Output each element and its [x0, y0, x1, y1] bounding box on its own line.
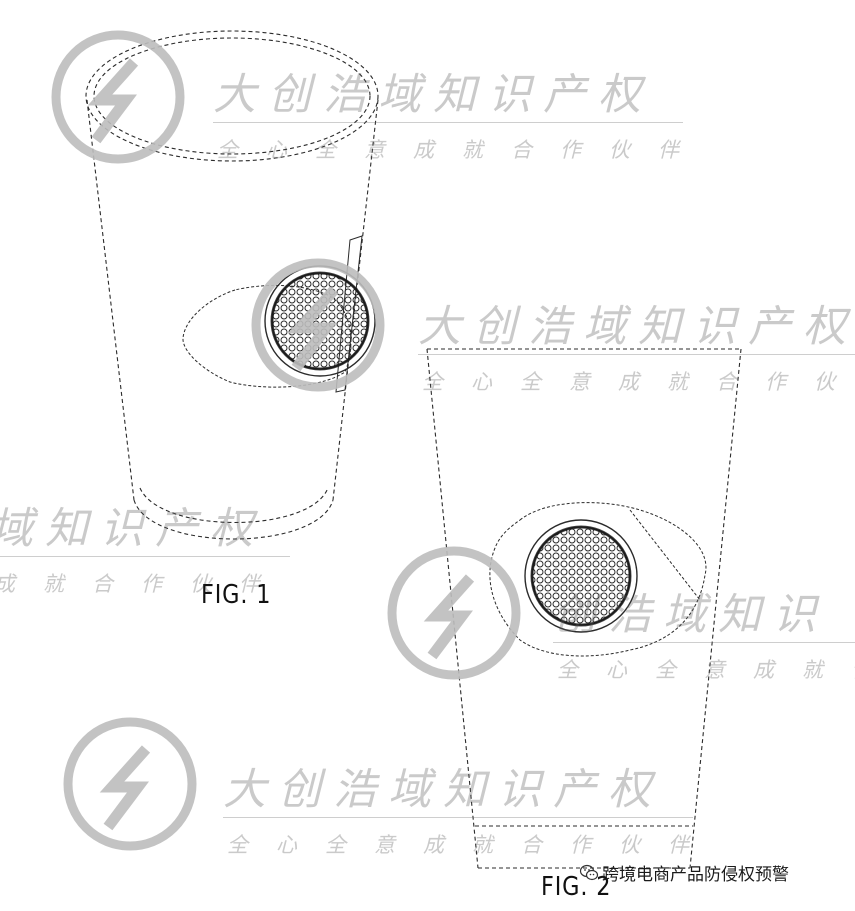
- wechat-icon: [579, 864, 599, 880]
- source-credit: 跨境电商产品防侵权预警: [579, 860, 789, 885]
- watermark-logo: [51, 30, 185, 164]
- watermark-logo: [387, 546, 521, 680]
- watermark-logo: [63, 717, 197, 851]
- fig2-golf-ball: [489, 502, 707, 657]
- fig1-cup: [85, 30, 379, 540]
- watermark-logo: [251, 258, 385, 392]
- figure-2-label: FIG. 2: [541, 872, 612, 902]
- fig2-cup: [426, 348, 742, 869]
- figure-1-label: FIG. 1: [201, 580, 272, 610]
- credit-text: 跨境电商产品防侵权预警: [602, 865, 789, 885]
